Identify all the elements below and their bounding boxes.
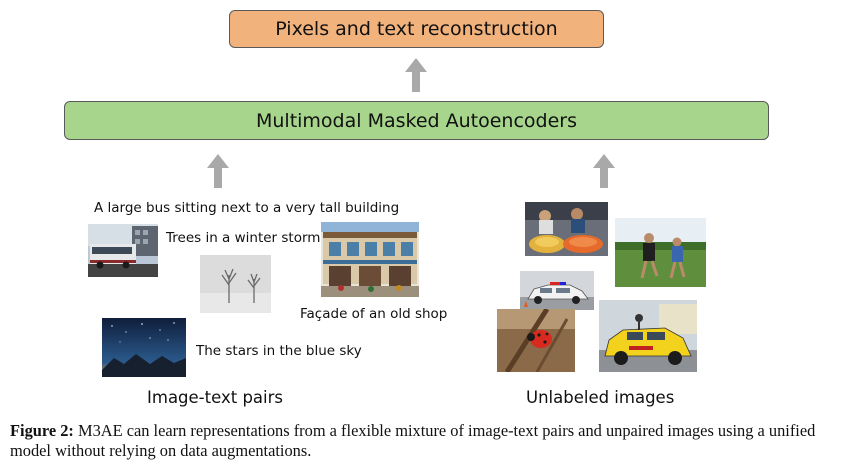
photo-yellow-car — [599, 300, 697, 372]
photo-bus — [88, 224, 158, 277]
model-label: Multimodal Masked Autoencoders — [255, 109, 578, 132]
figure-caption-text: M3AE can learn representations from a fl… — [10, 421, 816, 460]
figure-label: Figure 2: — [10, 421, 74, 440]
photo-runners — [615, 218, 706, 287]
unlabeled-images-label: Unlabeled images — [526, 388, 675, 407]
pixels-text-reconstruction-box: Pixels and text reconstruction — [229, 10, 604, 48]
caption-shop: Façade of an old shop — [300, 306, 448, 322]
photo-food-market — [525, 202, 608, 256]
photo-winter-trees — [200, 255, 271, 313]
up-arrow-from-unlabeled-images — [593, 154, 615, 188]
up-arrow-to-reconstruction — [405, 58, 427, 92]
figure-caption: Figure 2: M3AE can learn representations… — [10, 421, 844, 461]
image-text-pairs-label: Image-text pairs — [147, 388, 283, 407]
photo-stars-sky — [102, 318, 186, 377]
multimodal-masked-autoencoders-box: Multimodal Masked Autoencoders — [64, 101, 769, 140]
photo-ladybug — [497, 309, 575, 372]
up-arrow-from-image-text-pairs — [207, 154, 229, 188]
photo-old-shop — [321, 222, 419, 297]
reconstruction-label: Pixels and text reconstruction — [275, 18, 558, 40]
caption-trees: Trees in a winter storm — [166, 230, 321, 246]
caption-bus: A large bus sitting next to a very tall … — [94, 200, 400, 216]
caption-stars: The stars in the blue sky — [196, 343, 362, 359]
photo-police-car — [520, 271, 594, 310]
